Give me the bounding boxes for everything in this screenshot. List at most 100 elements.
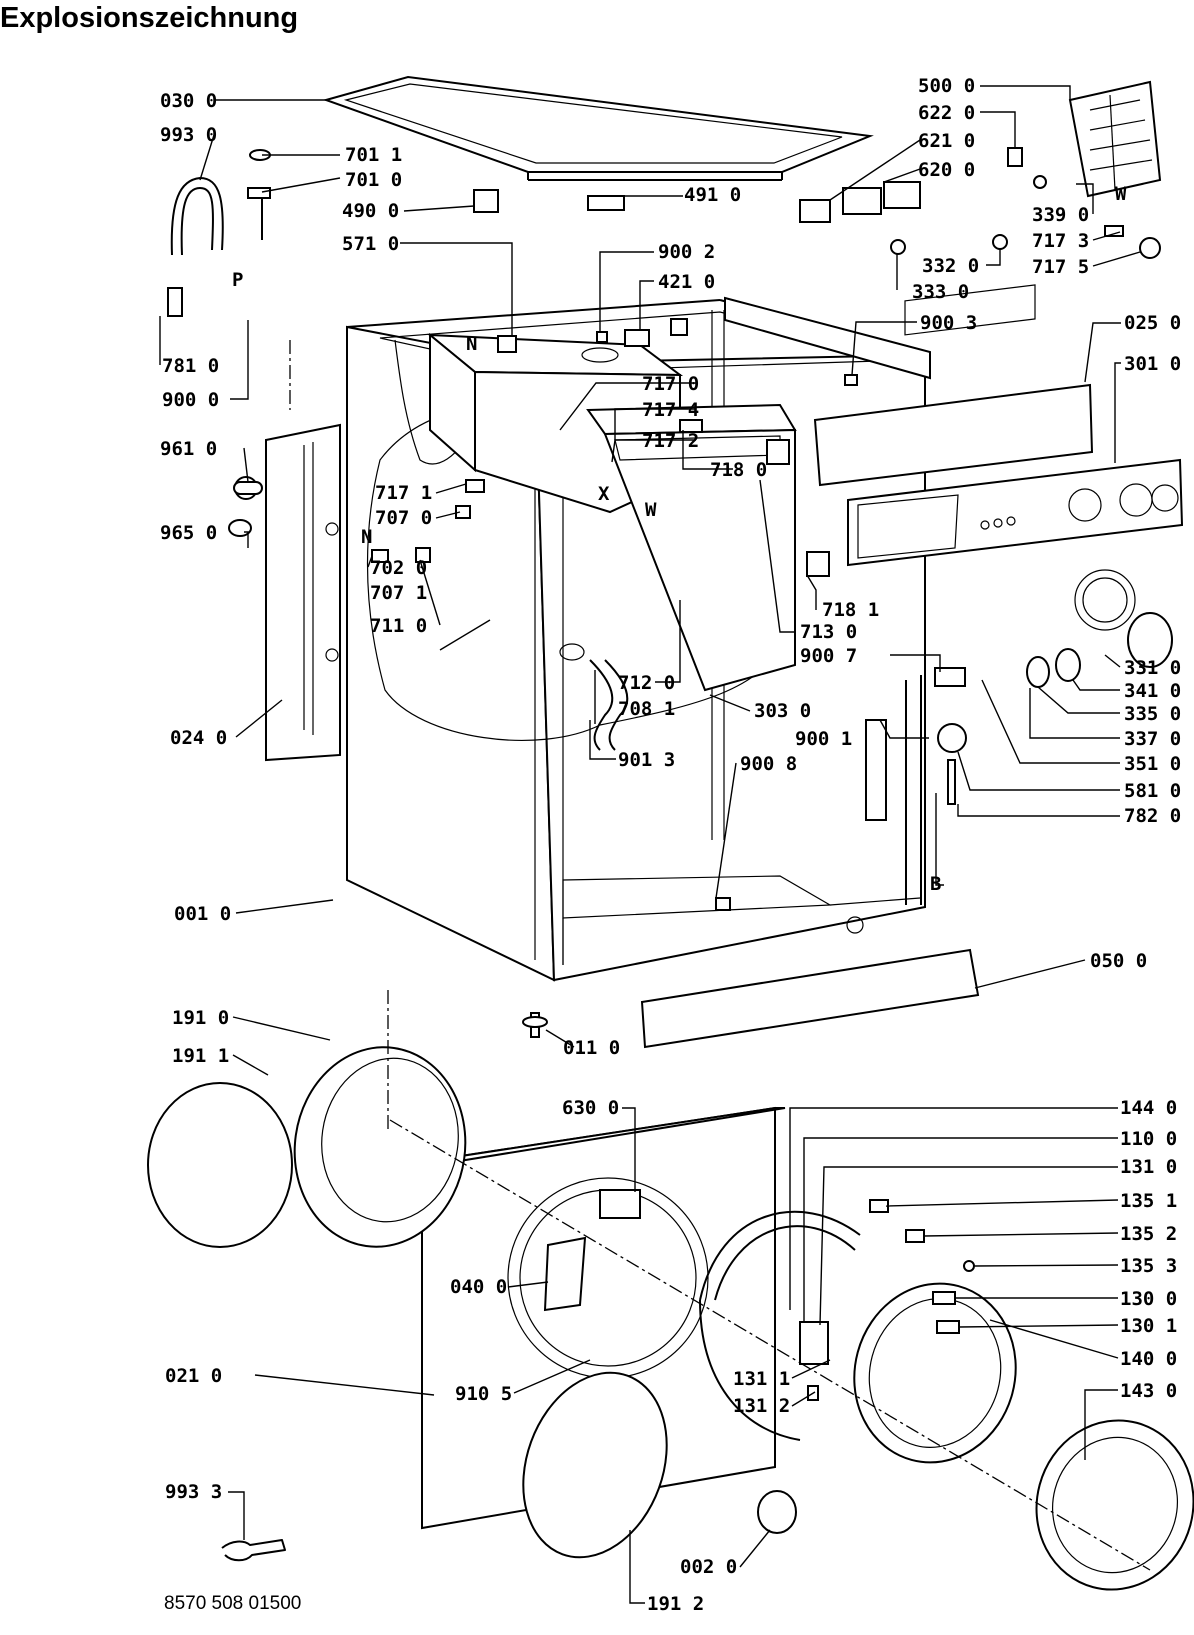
electronics-module-drawing	[1068, 80, 1162, 198]
part-label: 191 1	[172, 1045, 229, 1067]
inlet-hose-drawing	[167, 177, 224, 317]
marker-p: P	[232, 269, 243, 291]
part-label: 718 0	[710, 459, 767, 481]
part-label: 630 0	[562, 1097, 619, 1119]
part-label: 782 0	[1124, 805, 1181, 827]
part-label: 490 0	[342, 200, 399, 222]
part-label: 707 1	[370, 582, 427, 604]
part-drawings	[147, 75, 1194, 1591]
part-label: 131 1	[733, 1368, 790, 1390]
part-label: 900 1	[795, 728, 852, 750]
part-label: 030 0	[160, 90, 217, 112]
dispenser-housing-drawing	[427, 332, 797, 751]
part-label: 708 1	[618, 698, 675, 720]
part-label: 143 0	[1120, 1380, 1177, 1402]
part-label: 131 2	[733, 1395, 790, 1417]
part-label: 001 0	[174, 903, 231, 925]
part-label: 500 0	[918, 75, 975, 97]
part-label: 717 5	[1032, 256, 1089, 278]
part-label: 040 0	[450, 1276, 507, 1298]
marker-w-center: W	[645, 499, 657, 521]
part-label: 900 2	[658, 241, 715, 263]
part-label: 335 0	[1124, 703, 1181, 725]
part-label: 021 0	[165, 1365, 222, 1387]
kickplate-drawing	[640, 948, 980, 1049]
part-label: 713 0	[800, 621, 857, 643]
part-label: 333 0	[912, 281, 969, 303]
part-label: 337 0	[1124, 728, 1181, 750]
part-number-labels: 030 0 993 0 701 1 701 0 490 0 491 0 571 …	[160, 75, 1181, 1615]
part-label: 717 4	[642, 399, 699, 421]
top-cover-drawing	[322, 75, 874, 181]
part-label: 900 3	[920, 312, 977, 334]
part-label: 711 0	[370, 615, 427, 637]
part-label: 900 0	[162, 389, 219, 411]
part-label: 900 8	[740, 753, 797, 775]
door-glass-drawing	[853, 1282, 1017, 1464]
part-label: 781 0	[162, 355, 219, 377]
part-label: 332 0	[922, 255, 979, 277]
document-number: 8570 508 01500	[164, 1593, 302, 1614]
door-ring-drawing	[1035, 1419, 1194, 1591]
part-label: 712 0	[618, 672, 675, 694]
part-label: 993 0	[160, 124, 217, 146]
door-frame-drawing	[699, 1211, 861, 1441]
part-label: 131 0	[1120, 1156, 1177, 1178]
part-label: 581 0	[1124, 780, 1181, 802]
marker-n-left: N	[361, 526, 372, 548]
part-label: 135 1	[1120, 1190, 1177, 1212]
part-label: 351 0	[1124, 753, 1181, 775]
marker-letters: P N N X W W B	[232, 183, 1127, 895]
part-label: 140 0	[1120, 1348, 1177, 1370]
part-label: 491 0	[684, 184, 741, 206]
part-label: 620 0	[918, 159, 975, 181]
part-label: 191 2	[647, 1593, 704, 1615]
part-label: 717 2	[642, 430, 699, 452]
part-label: 110 0	[1120, 1128, 1177, 1150]
part-label: 701 1	[345, 144, 402, 166]
part-label: 910 5	[455, 1383, 512, 1405]
part-label: 002 0	[680, 1556, 737, 1578]
control-panel-drawing	[813, 284, 1184, 567]
part-label: 303 0	[754, 700, 811, 722]
wrench-drawing	[221, 1539, 286, 1562]
part-label: 622 0	[918, 102, 975, 124]
part-label: 339 0	[1032, 204, 1089, 226]
part-label: 301 0	[1124, 353, 1181, 375]
part-label: 130 1	[1120, 1315, 1177, 1337]
axis-lines	[289, 340, 1151, 1571]
part-label: 701 0	[345, 169, 402, 191]
part-label: 707 0	[375, 507, 432, 529]
part-label: 135 3	[1120, 1255, 1177, 1277]
part-label: 011 0	[563, 1037, 620, 1059]
part-label: 900 7	[800, 645, 857, 667]
marker-b: B	[930, 873, 941, 895]
part-label: 050 0	[1090, 950, 1147, 972]
part-label: 702 0	[370, 557, 427, 579]
part-label: 621 0	[918, 130, 975, 152]
part-label: 965 0	[160, 522, 217, 544]
part-label: 135 2	[1120, 1223, 1177, 1245]
part-label: 718 1	[822, 599, 879, 621]
marker-x: X	[598, 483, 610, 505]
page-title: Explosionszeichnung	[0, 2, 299, 34]
front-panel-drawing	[421, 1106, 786, 1530]
part-label: 571 0	[342, 233, 399, 255]
marker-n-top: N	[466, 333, 477, 355]
part-label: 130 0	[1120, 1288, 1177, 1310]
rear-panel-drawing	[265, 423, 341, 762]
part-label: 421 0	[658, 271, 715, 293]
leader-lines	[159, 85, 1141, 1604]
part-label: 191 0	[172, 1007, 229, 1029]
part-label: 144 0	[1120, 1097, 1177, 1119]
part-label: 717 0	[642, 373, 699, 395]
small-cap-drawing	[757, 1490, 797, 1534]
knobs-drawing	[1026, 569, 1173, 688]
part-label: 717 1	[375, 482, 432, 504]
small-parts-drawing	[228, 147, 1161, 1401]
part-label: 024 0	[170, 727, 227, 749]
part-label: 901 3	[618, 749, 675, 771]
part-label: 025 0	[1124, 312, 1181, 334]
door-gasket-drawing	[147, 1046, 467, 1248]
